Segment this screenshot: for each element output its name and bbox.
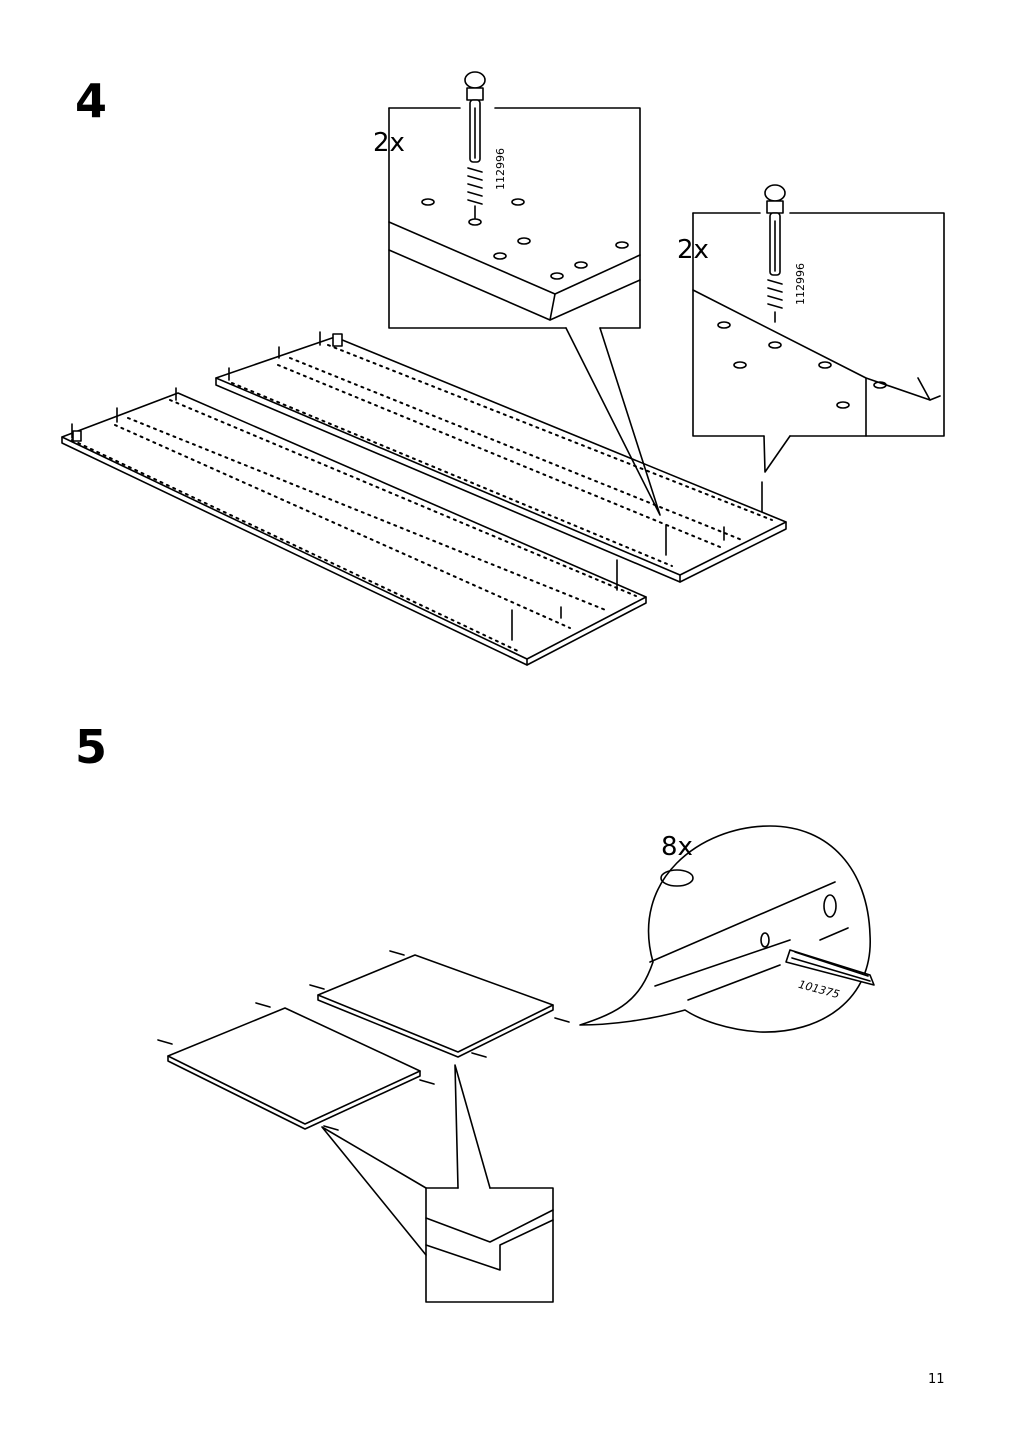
shelf-panel-front — [157, 1002, 435, 1131]
panel-left — [61, 387, 647, 666]
callout-box-edge — [321, 1064, 554, 1303]
quantity-label: 8x — [661, 832, 693, 862]
quantity-label: 2x — [373, 128, 405, 158]
part-number-label: 112996 — [794, 263, 807, 305]
part-number-label: 112996 — [494, 148, 507, 190]
cam-lock-dowel-icon — [764, 184, 786, 323]
step-number-5: 5 — [75, 720, 108, 774]
wooden-dowel-icon — [785, 949, 875, 986]
page-number: 11 — [928, 1372, 945, 1387]
panel-right — [215, 331, 787, 583]
shelf-panel-back — [309, 950, 570, 1058]
callout-box-right — [692, 184, 945, 473]
cam-lock-dowel-icon — [464, 71, 486, 219]
callout-box-left — [388, 71, 661, 516]
step-number-4: 4 — [75, 74, 108, 128]
callout-circle — [579, 825, 875, 1033]
quantity-label: 2x — [677, 235, 709, 265]
